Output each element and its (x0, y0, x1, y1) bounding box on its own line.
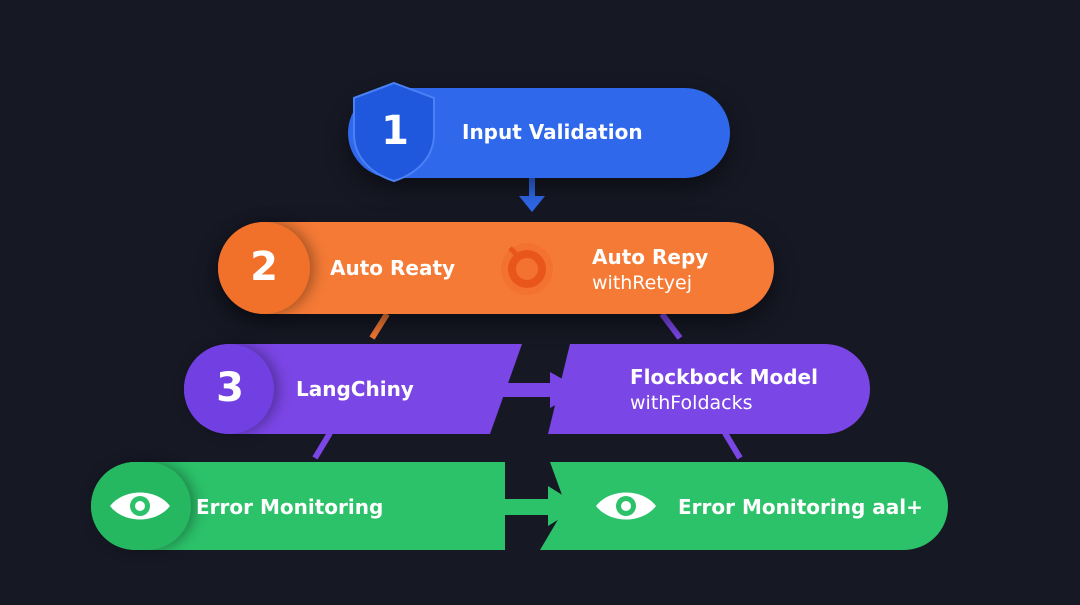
step-1-label: Input Validation (462, 120, 643, 144)
step-3-label: LangChiny (296, 377, 414, 401)
error-monitoring-side-pill (540, 462, 948, 550)
shield-icon (353, 81, 435, 183)
step-2-number: 2 (250, 244, 278, 290)
retry-ring-icon (501, 243, 553, 295)
step-2-side-label: Auto Repy withRetyej (592, 244, 708, 296)
connector-orange-left (369, 312, 390, 340)
step-3-number: 3 (216, 365, 244, 411)
eye-icon (596, 492, 656, 520)
error-monitoring-side-label: Error Monitoring aal+ (678, 495, 923, 519)
connector-orange-right (659, 312, 683, 340)
step-1-number: 1 (381, 108, 409, 154)
error-monitoring-label: Error Monitoring (196, 495, 384, 519)
eye-icon (110, 492, 170, 520)
fallback-label: Flockbock Model withFoldacks (630, 364, 818, 416)
step-2-side-title: Auto Repy (592, 245, 709, 269)
fallback-title: Flockbock Model (630, 365, 818, 389)
connector-purple-left (312, 431, 333, 460)
error-monitoring-pill (91, 462, 505, 550)
step-2-pill (218, 222, 774, 314)
step-2-side-subtitle: withRetyej (592, 272, 693, 294)
fallback-subtitle: withFoldacks (630, 392, 753, 414)
fallback-pill (548, 344, 870, 434)
arrow-green-horizontal (505, 486, 580, 526)
step-2-label: Auto Reaty (330, 256, 456, 280)
arrow-step1-to-step2 (519, 178, 545, 212)
connector-purple-right (722, 431, 743, 460)
step-3-badge (184, 344, 274, 434)
step-2-badge (218, 222, 310, 314)
